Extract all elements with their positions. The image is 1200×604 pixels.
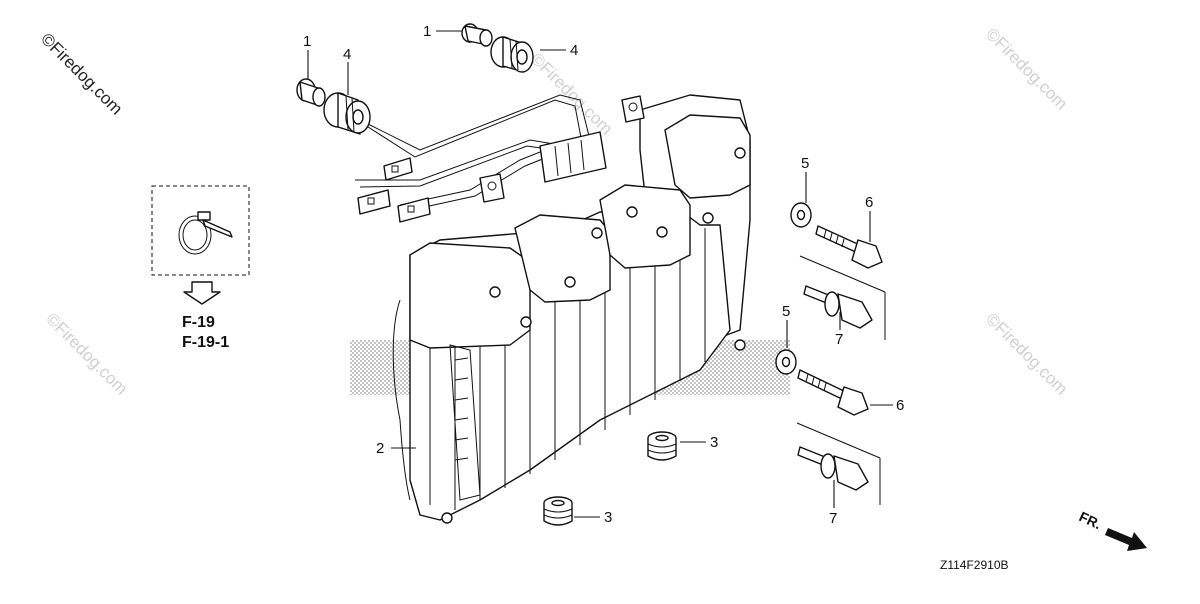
callout-4-top: 4: [570, 42, 578, 59]
bolt-6-lower: [797, 369, 869, 416]
callout-3-right: 3: [710, 434, 718, 451]
connector-1: [383, 157, 413, 181]
main-module: [392, 94, 751, 524]
bolt-7-lower: [796, 422, 881, 505]
callout-6-lower: 6: [896, 397, 904, 414]
callouts: 1 4 1 4 2 3 3 5 5 6 6 7 7: [303, 23, 904, 527]
leader-lines: [307, 30, 893, 518]
front-direction-indicator: FR.: [1077, 508, 1147, 551]
washer-5-lower: [775, 349, 797, 375]
diagram-code: Z114F2910B: [940, 558, 1009, 572]
watermark-top-left: ©Firedog.com: [37, 29, 126, 118]
callout-1-top: 1: [423, 23, 431, 40]
collar-1-top: [461, 23, 493, 47]
cable-clip-icon: [178, 211, 233, 255]
connector-3: [397, 197, 431, 223]
bolt-6-upper: [815, 225, 883, 269]
collar-1-left: [296, 78, 326, 107]
grommet-4-left: [323, 92, 371, 135]
wire-harness: [355, 94, 607, 223]
down-arrow-icon: [183, 281, 221, 305]
watermark-top-right: ©Firedog.com: [982, 24, 1071, 113]
callout-7-upper: 7: [835, 331, 843, 348]
front-label: FR.: [1077, 508, 1104, 532]
grommet-4-top: [490, 36, 534, 73]
callout-6-upper: 6: [865, 194, 873, 211]
rubber-mount-3-lower: [543, 496, 573, 526]
callout-1-left: 1: [303, 33, 311, 50]
harness-clamp: [539, 131, 607, 183]
watermark-center: ©Firedog.com: [527, 49, 616, 138]
reference-clip-box: F-19 F-19-1: [151, 185, 250, 351]
callout-3-lower: 3: [604, 509, 612, 526]
callout-2: 2: [376, 440, 384, 457]
callout-7-lower: 7: [829, 510, 837, 527]
reference-f19: F-19: [182, 314, 215, 331]
watermark-mid-right: ©Firedog.com: [982, 309, 1071, 398]
rubber-mount-3-right: [647, 431, 677, 461]
front-arrow-icon: [1105, 528, 1147, 551]
washer-5-upper: [790, 202, 812, 228]
bolt-7-upper: [799, 255, 886, 340]
connector-2: [357, 189, 391, 215]
callout-4-left: 4: [343, 46, 351, 63]
watermark-mid-left: ©Firedog.com: [42, 309, 131, 398]
callout-5-lower: 5: [782, 303, 790, 320]
callout-5-upper: 5: [801, 155, 809, 172]
reference-f19-1: F-19-1: [182, 334, 229, 351]
